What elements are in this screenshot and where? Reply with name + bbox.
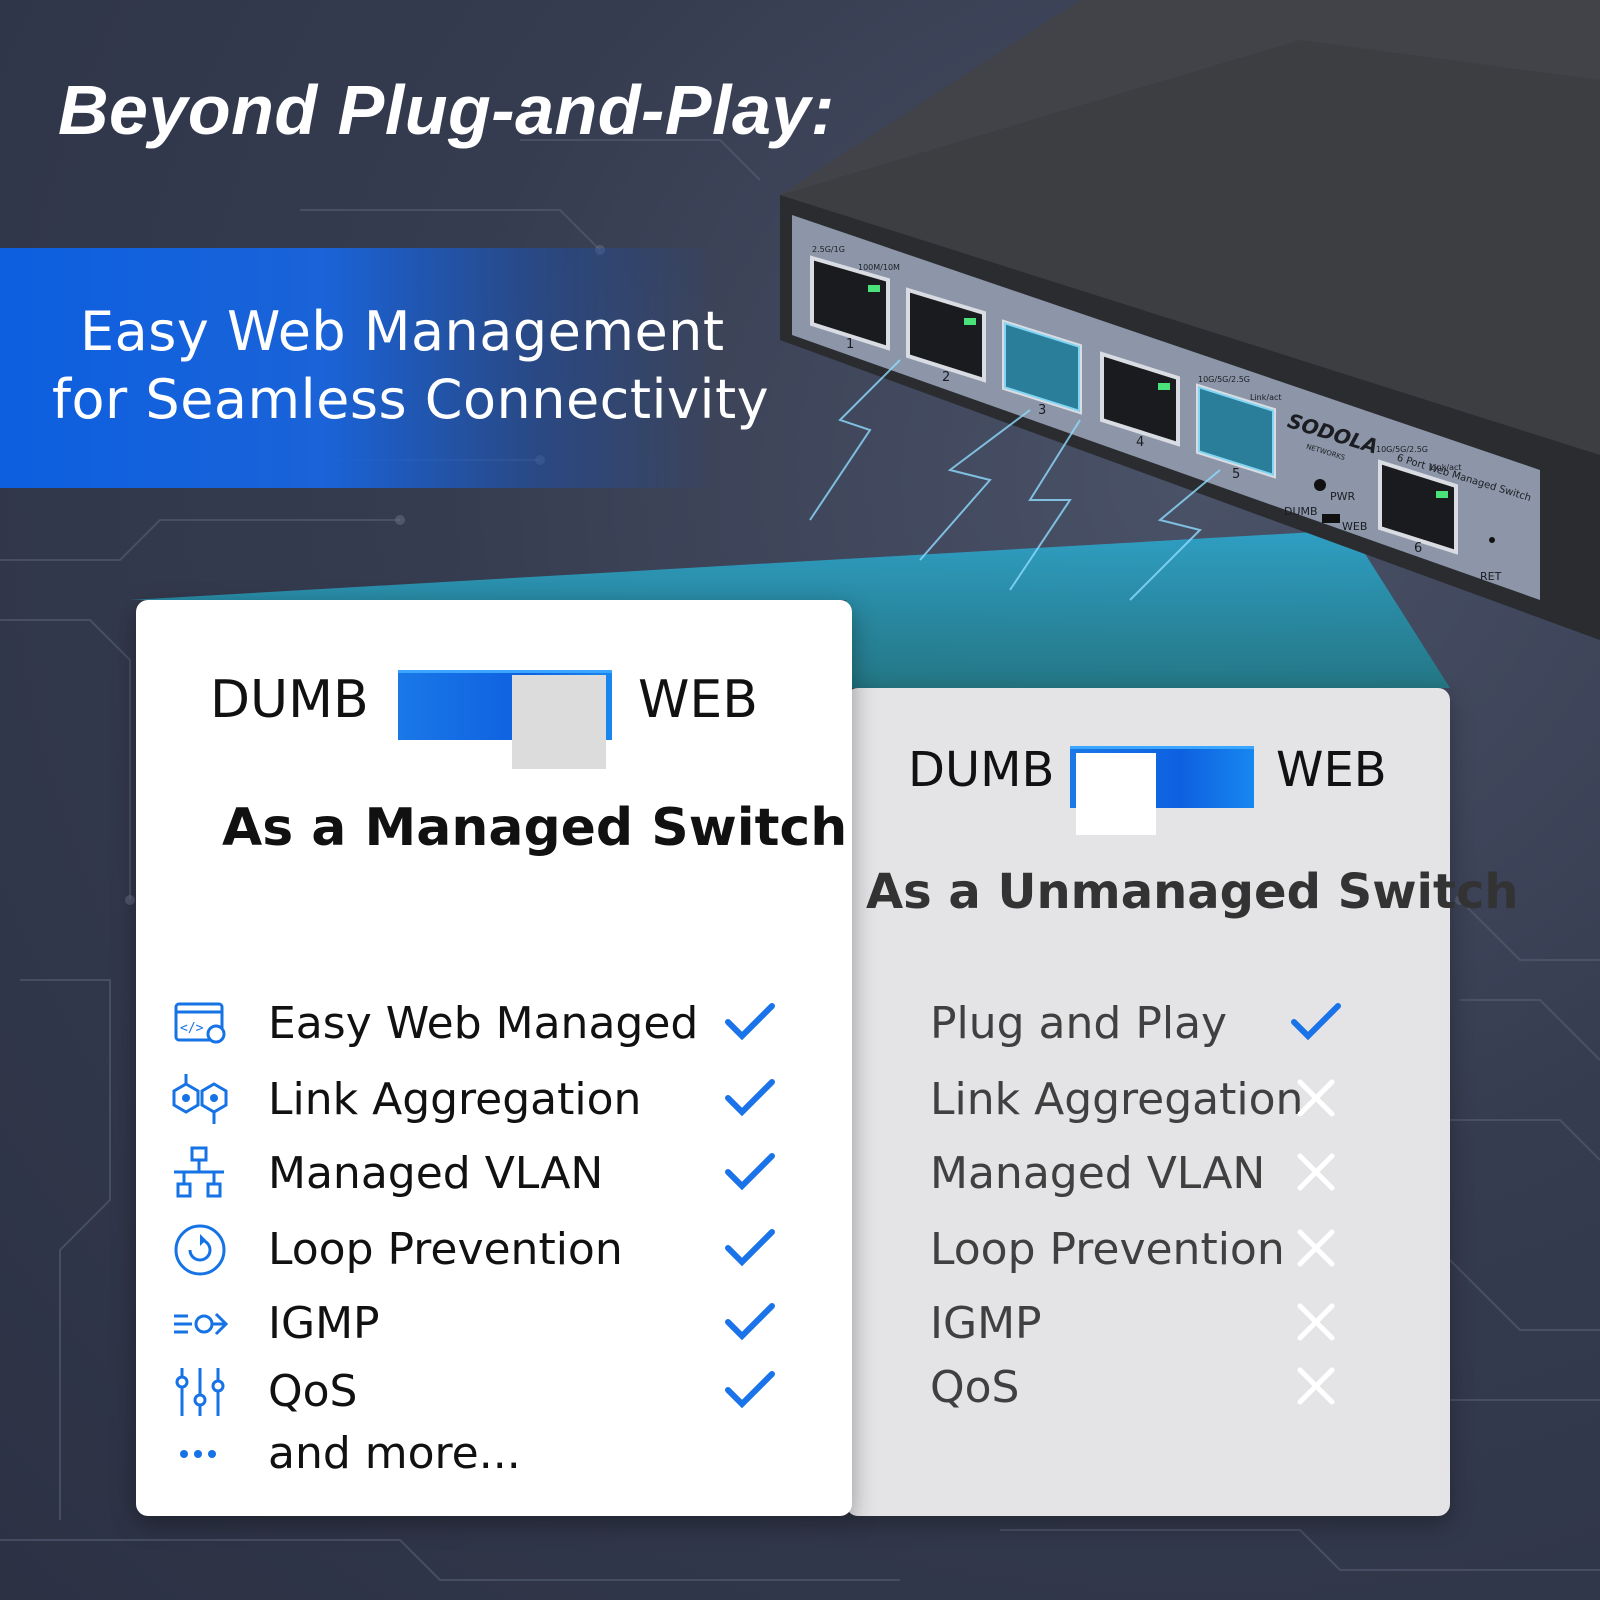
ellipsis-icon (170, 1424, 230, 1484)
feature-row: Plug and Play (846, 994, 1450, 1054)
feature-row: Managed VLAN (846, 1144, 1450, 1204)
network-tree-icon (170, 1144, 230, 1204)
cross-icon (1286, 1298, 1346, 1348)
port-number: 3 (1038, 403, 1046, 418)
port-number: 5 (1232, 467, 1240, 482)
pwr-label: PWR (1330, 490, 1356, 503)
feature-row: QoS (846, 1358, 1450, 1418)
dumb-label: DUMB (1284, 505, 1318, 518)
feature-label: QoS (930, 1362, 1020, 1413)
svg-text:</>: </> (180, 1021, 204, 1036)
feature-row: Link Aggregation (846, 1070, 1450, 1130)
check-icon (720, 1298, 780, 1348)
mode-switch[interactable] (1070, 746, 1254, 835)
loop-icon (170, 1220, 230, 1280)
web-label: WEB (1342, 520, 1367, 533)
ret-label: RET (1480, 570, 1502, 583)
check-icon (1286, 998, 1346, 1048)
switch-knob[interactable] (1076, 753, 1156, 835)
feature-label: Link Aggregation (930, 1074, 1304, 1125)
port-speed-label: Link/act (1430, 463, 1462, 472)
feature-row: IGMP (846, 1294, 1450, 1354)
feature-label: Easy Web Managed (268, 998, 699, 1049)
switch-right-label: WEB (1276, 742, 1387, 798)
feature-row: Loop Prevention (136, 1220, 852, 1280)
feature-label: QoS (268, 1366, 358, 1417)
switch-right-label: WEB (638, 670, 758, 730)
feature-row: </> Easy Web Managed (136, 994, 852, 1054)
mode-title: As a Managed Switch (222, 798, 848, 858)
port-number: 4 (1136, 435, 1144, 450)
feature-label: IGMP (268, 1298, 380, 1349)
feature-row: QoS (136, 1362, 852, 1422)
unmanaged-card: DUMB WEB As a Unmanaged Switch Plug and … (846, 688, 1519, 1516)
check-icon (720, 998, 780, 1048)
feature-label: IGMP (930, 1298, 1042, 1349)
link-aggregation-icon (170, 1070, 230, 1130)
cross-icon (1286, 1224, 1346, 1274)
check-icon (720, 1224, 780, 1274)
check-icon (720, 1074, 780, 1124)
switch-left-label: DUMB (210, 670, 369, 730)
cross-icon (1286, 1362, 1346, 1412)
mode-title: As a Unmanaged Switch (866, 864, 1519, 920)
cross-icon (1286, 1148, 1346, 1198)
port-speed-label: 10G/5G/2.5G (1376, 445, 1428, 454)
port-number: 2 (942, 370, 950, 385)
feature-row: Loop Prevention (846, 1220, 1450, 1280)
switch-left-label: DUMB (908, 742, 1055, 798)
managed-card: DUMB WEB As a Managed Switch </> Easy Web… (136, 600, 852, 1516)
feature-label: Loop Prevention (268, 1224, 623, 1275)
port-speed-label: 100M/10M (858, 263, 900, 272)
cross-icon (1286, 1074, 1346, 1124)
banner-line-1: Easy Web Management (80, 300, 725, 363)
feature-label: Link Aggregation (268, 1074, 642, 1125)
port-number: 1 (846, 337, 854, 352)
headline: Beyond Plug-and-Play: (58, 71, 835, 149)
feature-label: Managed VLAN (268, 1148, 604, 1199)
feature-row: and more... (136, 1424, 852, 1484)
check-icon (720, 1366, 780, 1416)
feature-row: Link Aggregation (136, 1070, 852, 1130)
banner-line-2: for Seamless Connectivity (52, 368, 770, 431)
feature-label: Loop Prevention (930, 1224, 1285, 1275)
igmp-icon (170, 1294, 230, 1354)
port-speed-label: Link/act (1250, 393, 1282, 402)
switch-knob[interactable] (512, 675, 606, 769)
feature-row: IGMP (136, 1294, 852, 1354)
check-icon (720, 1148, 780, 1198)
web-settings-icon: </> (170, 994, 230, 1054)
feature-label: Managed VLAN (930, 1148, 1266, 1199)
port-speed-label: 10G/5G/2.5G (1198, 375, 1250, 384)
sliders-icon (170, 1362, 230, 1422)
feature-label: and more... (268, 1428, 521, 1479)
banner (0, 248, 720, 488)
feature-row: Managed VLAN (136, 1144, 852, 1204)
port-speed-label: 2.5G/1G (812, 245, 845, 254)
port-number: 6 (1414, 541, 1422, 556)
mode-switch[interactable] (398, 670, 612, 769)
network-switch-device: 1 2 3 4 5 6 2.5G/1G 100M/10M 10G/5G/2.5G… (780, 0, 1600, 640)
feature-label: Plug and Play (930, 998, 1228, 1049)
